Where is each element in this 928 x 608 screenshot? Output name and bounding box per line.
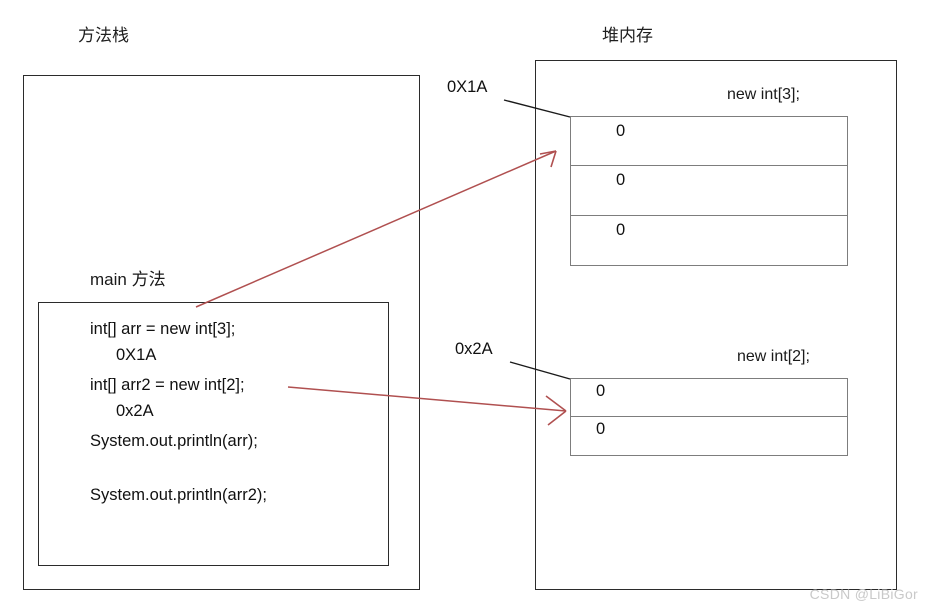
array-1-cell: 0 [571, 117, 847, 167]
array-2-cell: 0 [571, 417, 847, 455]
array-2-caption: new int[2]; [737, 348, 810, 365]
heap-frame [535, 60, 897, 590]
heap-address-label-2: 0x2A [455, 340, 493, 358]
array-1-cell: 0 [571, 216, 847, 265]
heap-section-title: 堆内存 [602, 26, 653, 45]
array-2-box: 0 0 [570, 378, 848, 456]
code-block: int[] arr = new int[3]; 0X1A int[] arr2 … [90, 321, 380, 513]
code-line-print-arr: System.out.println(arr); [90, 432, 258, 450]
array-1-cell-value: 0 [616, 220, 626, 239]
code-line-addr-arr: 0X1A [116, 346, 157, 364]
array-1-cell-value: 0 [616, 171, 626, 190]
array-1-caption: new int[3]; [727, 86, 800, 103]
array-1-box: 0 0 0 [570, 116, 848, 266]
heap-address-label-1: 0X1A [447, 78, 488, 96]
watermark: CSDN @LiBiGor [809, 586, 918, 602]
code-line-declare-arr2: int[] arr2 = new int[2]; [90, 376, 245, 394]
array-2-cell: 0 [571, 379, 847, 417]
code-line-addr-arr2: 0x2A [116, 402, 154, 420]
main-method-label: main 方法 [90, 270, 166, 289]
stack-frame [23, 75, 420, 590]
code-line-print-arr2: System.out.println(arr2); [90, 486, 267, 504]
array-1-cell-value: 0 [616, 122, 626, 140]
stack-section-title: 方法栈 [78, 26, 129, 45]
code-line-spacer [90, 459, 380, 487]
code-line-declare-arr: int[] arr = new int[3]; [90, 320, 236, 338]
array-2-cell-value: 0 [596, 420, 606, 438]
array-1-cell: 0 [571, 166, 847, 216]
array-2-cell-value: 0 [596, 382, 606, 400]
